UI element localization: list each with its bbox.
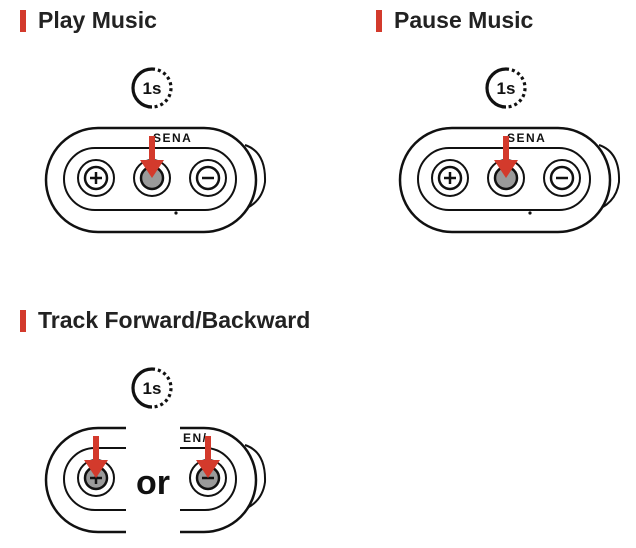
pause-music-title-text: Pause Music <box>394 7 534 33</box>
brand-logo-text: SENA <box>153 131 192 145</box>
timer-label: 1s <box>143 379 162 398</box>
minus-button-icon <box>189 159 227 197</box>
status-dot <box>528 211 532 215</box>
headset-remote: SENA <box>44 126 267 234</box>
status-dot <box>174 211 178 215</box>
title-accent-bar <box>20 9 26 32</box>
title-accent-bar <box>376 9 382 32</box>
plus-button-icon <box>431 159 469 197</box>
track-forward-backward-illustration: 1s or EN/ <box>44 367 267 534</box>
headset-remote: SENA <box>398 126 621 234</box>
track-title-text: Track Forward/Backward <box>38 307 311 333</box>
brand-logo-text: SENA <box>507 131 546 145</box>
or-label: or <box>136 464 170 502</box>
pause-music-illustration: 1s SENA <box>398 67 621 234</box>
brand-logo-text-cropped: EN/ <box>183 431 208 445</box>
one-second-timer-icon: 1s <box>131 367 173 409</box>
play-music-title: Play Music <box>20 9 157 32</box>
title-accent-bar <box>20 309 26 332</box>
plus-button-icon <box>77 159 115 197</box>
plus-button-icon <box>77 459 115 497</box>
play-music-title-text: Play Music <box>38 7 157 33</box>
one-second-timer-icon: 1s <box>485 67 527 109</box>
track-forward-backward-title: Track Forward/Backward <box>20 309 310 332</box>
pause-music-title: Pause Music <box>376 9 533 32</box>
play-music-illustration: 1s SENA <box>44 67 267 234</box>
one-second-timer-icon: 1s <box>131 67 173 109</box>
timer-label: 1s <box>497 79 516 98</box>
minus-button-icon <box>543 159 581 197</box>
timer-label: 1s <box>143 79 162 98</box>
center-button-icon <box>133 159 171 197</box>
